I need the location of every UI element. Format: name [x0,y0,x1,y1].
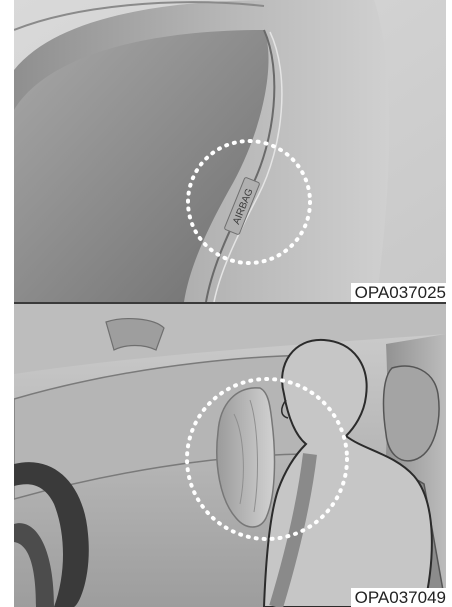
figure-code: OPA037049 [351,588,446,607]
grab-handle [106,319,164,350]
deployed-airbag-illustration [14,304,446,607]
headrest [384,366,439,461]
figure-side-airbag-deployed: OPA037049 [14,304,446,607]
figure-code: OPA037025 [351,283,446,302]
seat-airbag-illustration: AIRBAG [14,0,446,302]
figure-seat-airbag-label: AIRBAG OPA037025 [14,0,446,302]
